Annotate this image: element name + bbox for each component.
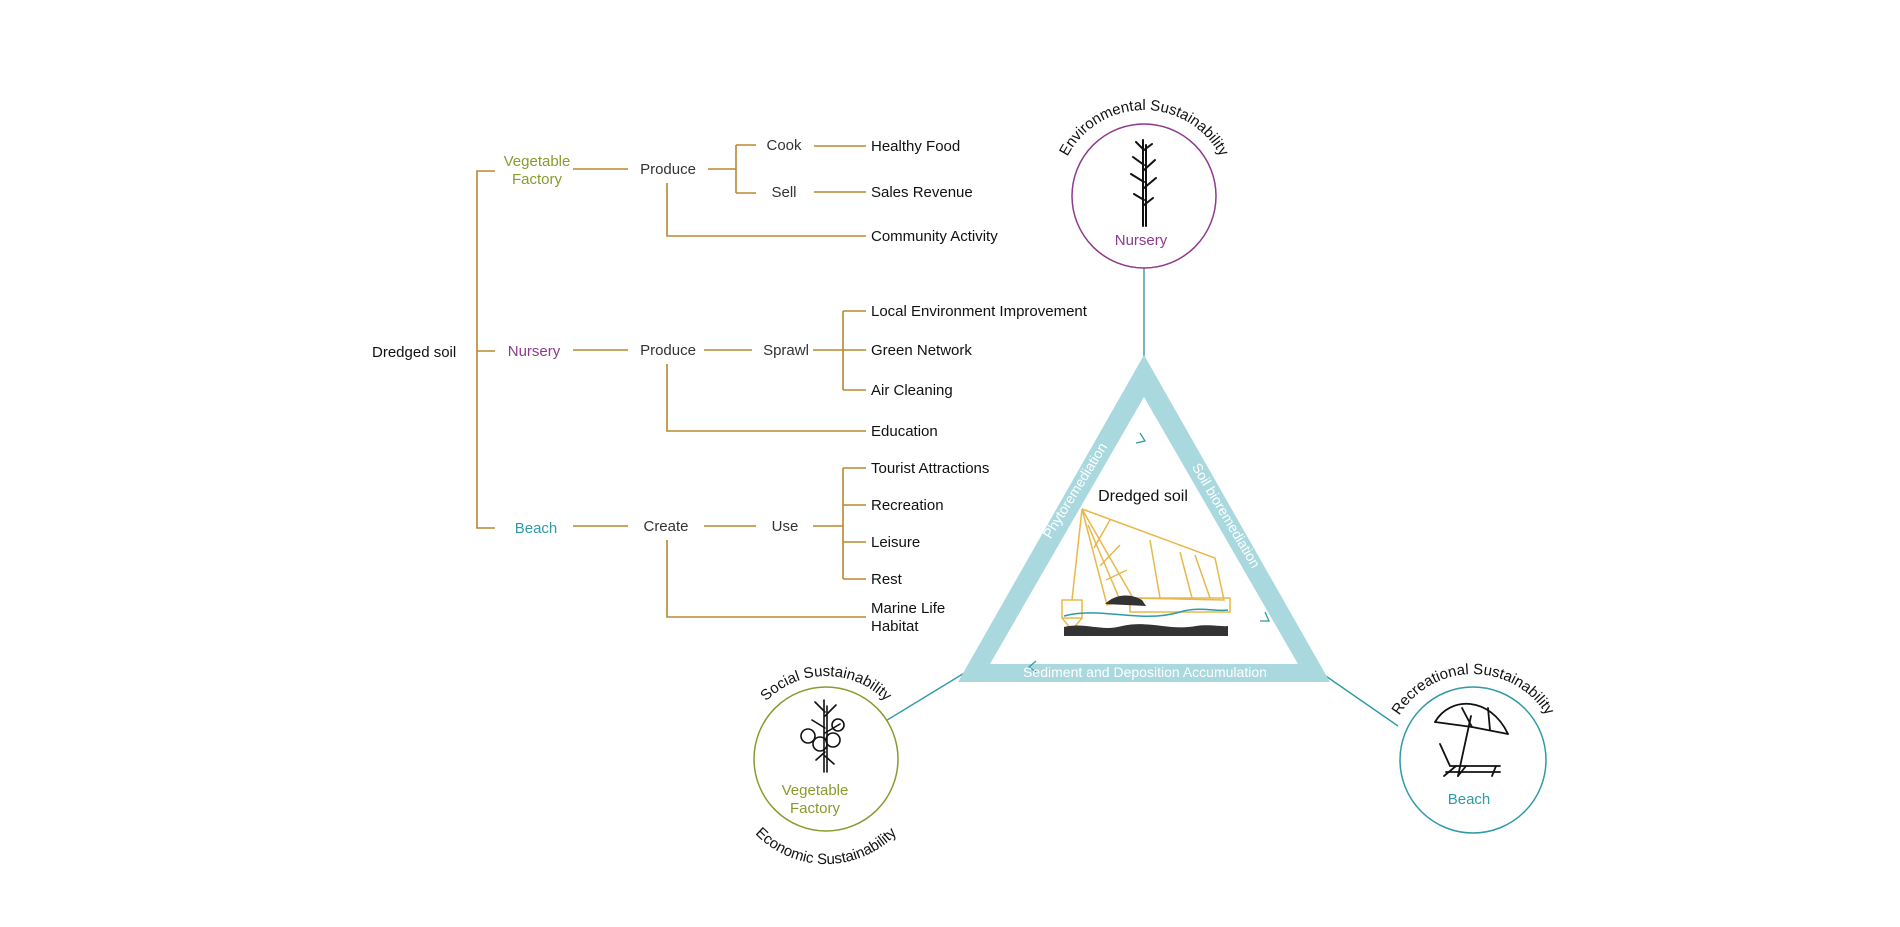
tree-sales-revenue: Sales Revenue — [871, 184, 973, 201]
triangle-bottom-side-label: Sediment and Deposition Accumulation — [1023, 664, 1267, 680]
tree-marine-life-line1: Marine Life — [871, 600, 945, 617]
tree-connector-lines — [476, 144, 866, 618]
vegetable-factory-label-line2: Factory — [790, 800, 841, 817]
tree-nursery-produce: Produce — [640, 342, 696, 359]
tree-beach-create: Create — [643, 518, 688, 535]
tree-icon — [1130, 139, 1157, 227]
beach-chair-umbrella-icon — [1434, 702, 1509, 777]
tree-marine-life-line2: Habitat — [871, 618, 919, 635]
tree-nursery-label: Nursery — [508, 343, 561, 360]
tree-rest: Rest — [871, 571, 903, 588]
tree-healthy-food: Healthy Food — [871, 138, 960, 155]
process-triangle: Phytoremediation Soil bioremediation Sed… — [958, 355, 1330, 682]
tree-cook: Cook — [766, 137, 802, 154]
triangle-center-label: Dredged soil — [1098, 488, 1188, 505]
nursery-label: Nursery — [1115, 232, 1168, 249]
beach-node: Recreational Sustainability Beach — [1388, 661, 1558, 834]
tree-use: Use — [772, 518, 799, 535]
tree-green-network: Green Network — [871, 342, 972, 359]
tree-education: Education — [871, 423, 938, 440]
triangle-band — [958, 355, 1330, 682]
tree-beach-label: Beach — [515, 520, 558, 537]
tree-root-label: Dredged soil — [372, 344, 456, 361]
tomato-plant-icon — [800, 699, 845, 773]
tree-local-environment-improvement: Local Environment Improvement — [871, 303, 1088, 320]
dredged-soil-pile — [1105, 595, 1146, 606]
vegetable-factory-circle — [753, 686, 899, 832]
dredging-crane-icon — [1061, 508, 1231, 632]
vegetable-factory-node: Social Sustainability Economic Sustainab… — [752, 663, 900, 868]
tree-labels: Dredged soil Vegetable Factory Produce C… — [372, 137, 1088, 635]
tree-community-activity: Community Activity — [871, 228, 998, 245]
tree-sprawl: Sprawl — [763, 342, 809, 359]
triangle-right-side-label: Soil bioremediation — [1189, 460, 1264, 571]
beach-circle — [1399, 686, 1547, 834]
tree-recreation: Recreation — [871, 497, 944, 514]
water-line — [1063, 608, 1229, 618]
tree-vegetable-produce: Produce — [640, 161, 696, 178]
seabed — [1064, 624, 1228, 636]
vegetable-factory-label-line1: Vegetable — [782, 782, 849, 799]
nursery-node: Environmental Sustainability Nursery — [1056, 97, 1232, 269]
tree-tourist-attractions: Tourist Attractions — [871, 460, 989, 477]
tree-leisure: Leisure — [871, 534, 920, 551]
cycle-arrows — [1027, 432, 1271, 673]
tree-vegetable-factory-line1: Vegetable — [504, 153, 571, 170]
tree-air-cleaning: Air Cleaning — [871, 382, 953, 399]
beach-label: Beach — [1448, 791, 1491, 808]
tree-sell: Sell — [771, 184, 796, 201]
tree-vegetable-factory-line2: Factory — [512, 171, 563, 188]
node-connector-lines — [883, 268, 1399, 727]
